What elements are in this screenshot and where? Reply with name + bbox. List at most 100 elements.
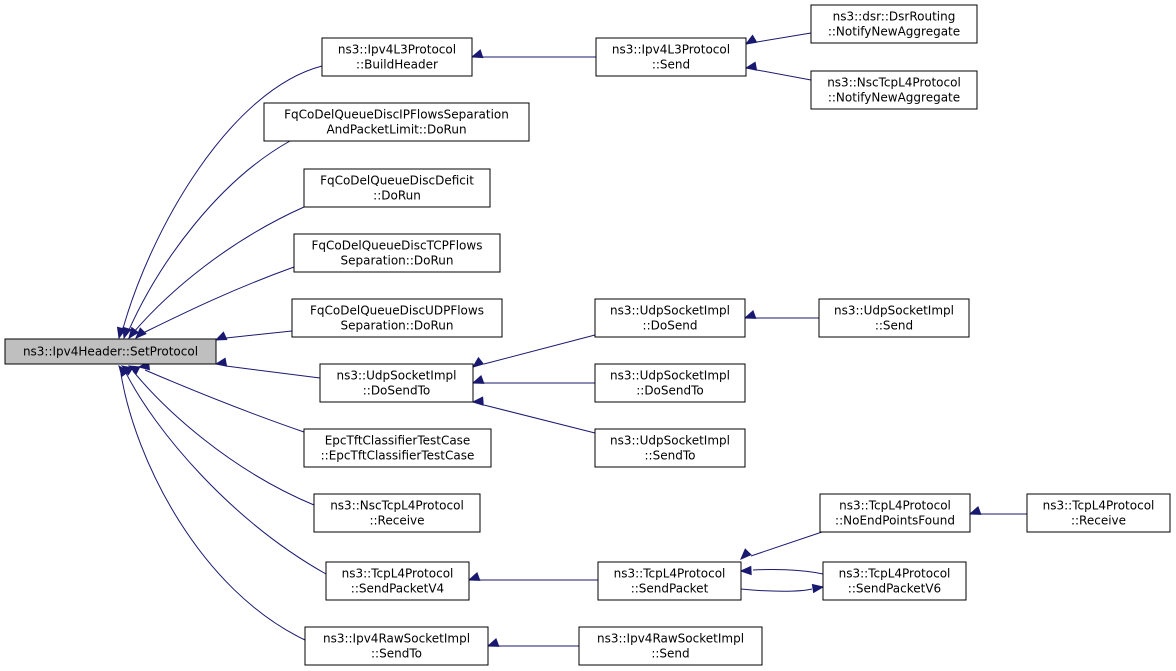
node-label-line: ::SendPacketV6 (848, 582, 941, 596)
node-nsctcp-notify[interactable]: ns3::NscTcpL4Protocol::NotifyNewAggregat… (810, 70, 978, 110)
node-dsr-notify[interactable]: ns3::dsr::DsrRouting::NotifyNewAggregate (810, 4, 978, 44)
edge-arrowhead (743, 309, 757, 319)
node-nsctcp-receive[interactable]: ns3::NscTcpL4Protocol::Receive (313, 493, 481, 533)
node-udp-dosendto2[interactable]: ns3::UdpSocketImpl::DoSendTo (594, 363, 746, 403)
edge-line (756, 69, 812, 81)
edge-arrowhead (214, 331, 228, 341)
node-udp-dosend[interactable]: ns3::UdpSocketImpl::DoSend (594, 298, 746, 338)
edge-fq_tcp-to-root (135, 266, 295, 339)
node-box (819, 493, 971, 533)
edge-line (140, 266, 295, 335)
node-label-line: ::Receive (369, 514, 424, 528)
node-fq-deficit[interactable]: FqCoDelQueueDiscDeficit::DoRun (303, 168, 491, 208)
node-fq-ipflows[interactable]: FqCoDelQueueDiscIPFlowsSeparationAndPack… (263, 102, 530, 142)
edge-line (225, 330, 293, 339)
edge-fq_ipflows-to-root (122, 140, 291, 340)
node-label-line: ns3::Ipv4RawSocketImpl (597, 632, 744, 646)
node-tcp-noendpoints[interactable]: ns3::TcpL4Protocol::NoEndPointsFound (819, 493, 971, 533)
node-label-line: ns3::dsr::DsrRouting (833, 10, 956, 24)
edge-dsr_notify-to-ipv4l3_send (744, 32, 812, 45)
edge-tcp_sendpacketv4-to-root (120, 365, 327, 575)
node-udp-sendto[interactable]: ns3::UdpSocketImpl::SendTo (594, 428, 746, 468)
node-label-line: ::Receive (1071, 514, 1126, 528)
node-box (291, 298, 503, 338)
node-box (263, 102, 530, 142)
node-box (578, 626, 763, 666)
edge-tcp_sendpacketv6-to-tcp_sendpacket (739, 565, 824, 576)
edge-arrowhead (486, 637, 500, 647)
node-label-line: ::DoSend (643, 319, 698, 333)
node-box (822, 561, 967, 601)
node-label-line: ::DoRun (373, 189, 421, 203)
node-box (293, 233, 501, 273)
node-label-line: ns3::UdpSocketImpl (834, 304, 954, 318)
edge-line (144, 369, 305, 433)
edge-line (225, 365, 321, 379)
node-label-line: FqCoDelQueueDiscDeficit (320, 174, 474, 188)
node-label-line: ns3::Ipv4RawSocketImpl (323, 632, 470, 646)
node-label-line: EpcTftClassifierTestCase (325, 434, 471, 448)
node-label-line: ::NotifyNewAggregate (828, 91, 960, 105)
node-label-line: ns3::NscTcpL4Protocol (827, 76, 961, 90)
edge-udp_sendto-to-udp_dosendto (471, 396, 596, 434)
node-box (4, 338, 217, 365)
edge-arrowhead (740, 548, 752, 560)
edge-line (121, 65, 323, 333)
node-box (319, 363, 474, 403)
node-label-line: ::BuildHeader (356, 58, 438, 72)
node-label-line: ::SendTo (371, 647, 422, 661)
node-label-line: ::Send (875, 319, 913, 333)
node-label-line: ns3::UdpSocketImpl (610, 434, 730, 448)
node-label-line: ::DoSendTo (636, 384, 704, 398)
node-box (325, 561, 470, 601)
node-fq-udp[interactable]: FqCoDelQueueDiscUDPFlowsSeparation::DoRu… (291, 298, 503, 338)
node-label-line: ns3::NscTcpL4Protocol (330, 499, 464, 513)
node-label-line: Separation::DoRun (341, 319, 454, 333)
edge-ipv4l3_send-to-ipv4l3_buildheader (470, 49, 596, 59)
edge-line (125, 372, 327, 575)
node-label-line: ns3::TcpL4Protocol (1043, 499, 1155, 513)
node-box (818, 298, 970, 338)
node-label-line: ::Send (652, 58, 690, 72)
node-ipv4l3-send[interactable]: ns3::Ipv4L3Protocol::Send (595, 37, 747, 77)
edge-arrowhead (122, 326, 132, 340)
node-box (313, 493, 481, 533)
node-box (303, 428, 492, 468)
node-label-line: ::SendPacketV4 (351, 582, 444, 596)
edge-arrowhead (128, 326, 140, 340)
node-udp-dosendto[interactable]: ns3::UdpSocketImpl::DoSendTo (319, 363, 474, 403)
node-label-line: ns3::UdpSocketImpl (337, 369, 457, 383)
edge-arrowhead (470, 49, 484, 59)
node-fq-tcp[interactable]: FqCoDelQueueDiscTCPFlowsSeparation::DoRu… (293, 233, 501, 273)
edge-arrowhead (739, 565, 752, 576)
edge-line (750, 531, 823, 557)
node-label-line: FqCoDelQueueDiscUDPFlows (310, 304, 484, 318)
node-udp-send[interactable]: ns3::UdpSocketImpl::Send (818, 298, 970, 338)
edge-line (127, 140, 291, 333)
node-ipv4l3-buildheader[interactable]: ns3::Ipv4L3Protocol::BuildHeader (321, 37, 473, 77)
node-box (594, 428, 746, 468)
node-raw-sendto[interactable]: ns3::Ipv4RawSocketImpl::SendTo (304, 626, 489, 666)
edge-arrowhead (968, 505, 982, 515)
node-tcp-receive[interactable]: ns3::TcpL4Protocol::Receive (1026, 493, 1171, 533)
node-tcp-sendpacketv6[interactable]: ns3::TcpL4Protocol::SendPacketV6 (822, 561, 967, 601)
edge-nsctcp_notify-to-ipv4l3_send (744, 61, 812, 81)
edge-line (132, 206, 305, 334)
edge-arrowhead (471, 374, 485, 384)
edge-arrowhead (135, 327, 147, 339)
node-raw-send[interactable]: ns3::Ipv4RawSocketImpl::Send (578, 626, 763, 666)
edge-udp_dosend-to-udp_dosendto (471, 334, 596, 368)
node-tcp-sendpacketv4[interactable]: ns3::TcpL4Protocol::SendPacketV4 (325, 561, 470, 601)
node-label-line: ns3::TcpL4Protocol (839, 567, 951, 581)
edge-raw_sendto-to-root (118, 364, 306, 641)
edge-arrowhead (471, 396, 484, 406)
node-label-line: ::NoEndPointsFound (835, 514, 955, 528)
node-epc[interactable]: EpcTftClassifierTestCase::EpcTftClassifi… (303, 428, 492, 468)
edge-udp_dosendto-to-root (214, 357, 321, 379)
node-label-line: ns3::TcpL4Protocol (614, 567, 726, 581)
edge-line (483, 404, 596, 434)
node-label-line: ::Send (651, 647, 689, 661)
node-tcp-sendpacket[interactable]: ns3::TcpL4Protocol::SendPacket (597, 561, 742, 601)
node-root[interactable]: ns3::Ipv4Header::SetProtocol (4, 338, 217, 365)
